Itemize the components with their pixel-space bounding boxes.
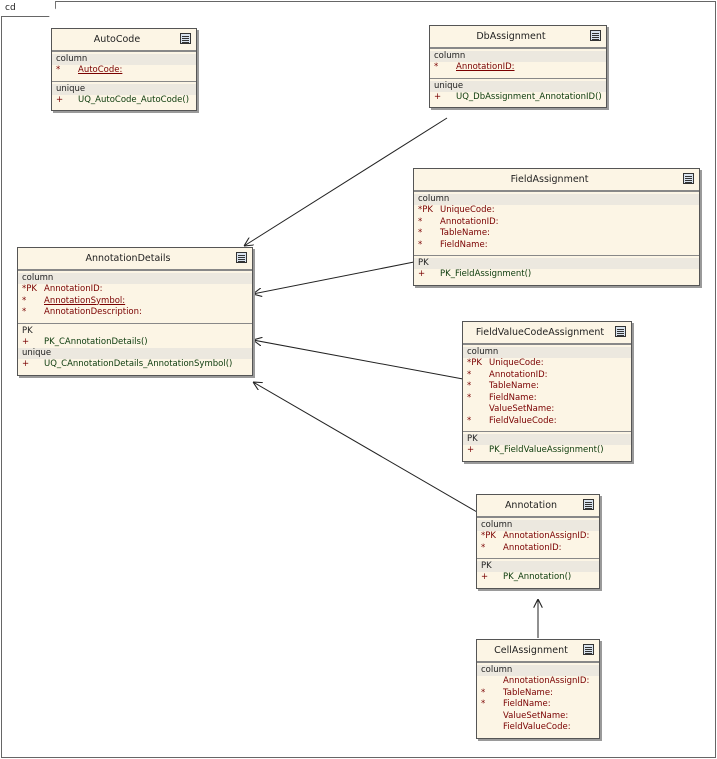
attribute-row[interactable]: *AnnotationID:	[434, 62, 515, 72]
section-title: column	[52, 54, 196, 65]
class-name: DbAssignment	[476, 31, 546, 42]
section-title: column	[463, 347, 631, 358]
attribute-row[interactable]: ValueSetName:	[489, 404, 555, 414]
class-dbassignment[interactable]: DbAssignment column *AnnotationID: uniqu…	[429, 25, 607, 108]
attribute-row[interactable]: *FieldName:	[481, 699, 551, 709]
column-section: column AnnotationAssignID: *TableName: *…	[477, 662, 599, 738]
attribute-row[interactable]: *FieldName:	[467, 392, 537, 403]
table-icon	[615, 326, 626, 337]
section-title: PK	[463, 434, 631, 445]
attribute-row[interactable]: *AnnotationID:	[418, 216, 499, 227]
table-icon	[590, 30, 601, 41]
attribute-row[interactable]: *AnnotationDescription:	[22, 307, 142, 317]
operation-row[interactable]: +UQ_AutoCode_AutoCode()	[56, 94, 190, 105]
column-section: column *AnnotationID:	[430, 48, 606, 78]
pk-section: PK +PK_CAnnotationDetails() unique +UQ_C…	[18, 322, 252, 375]
attribute-row[interactable]: *TableName:	[418, 228, 490, 238]
class-name: FieldValueCodeAssignment	[475, 327, 605, 338]
unique-section: unique +UQ_AutoCode_AutoCode()	[52, 80, 196, 111]
attribute-row[interactable]: *AutoCode:	[56, 65, 123, 75]
link-fieldvaluecodeassignment-annotationdetails[interactable]	[253, 340, 464, 380]
section-title: PK	[414, 258, 699, 269]
section-title: unique	[430, 80, 606, 92]
operation-row[interactable]: +PK_FieldAssignment()	[418, 269, 532, 279]
attribute-row[interactable]: AnnotationAssignID:	[503, 676, 590, 686]
section-title: column	[18, 273, 252, 284]
section-title: unique	[18, 348, 252, 359]
attribute-row[interactable]: *TableName:	[467, 381, 539, 391]
class-name: FieldAssignment	[510, 174, 589, 185]
pk-section: PK +PK_FieldValueAssignment()	[463, 431, 631, 461]
attribute-row[interactable]: FieldValueCode:	[503, 722, 571, 732]
section-title: unique	[52, 83, 196, 95]
operation-row[interactable]: +UQ_CAnnotationDetails_AnnotationSymbol(…	[22, 359, 233, 369]
table-icon	[236, 252, 247, 263]
section-title: column	[477, 665, 599, 676]
section-title: column	[414, 194, 699, 205]
operation-row[interactable]: +PK_CAnnotationDetails()	[22, 336, 148, 347]
operation-row[interactable]: +UQ_DbAssignment_AnnotationID()	[434, 91, 602, 102]
pk-section: PK +PK_FieldAssignment()	[414, 255, 699, 285]
attribute-row[interactable]: *AnnotationID:	[481, 542, 562, 553]
class-name: Annotation	[504, 500, 558, 511]
attribute-row[interactable]: ValueSetName:	[503, 710, 569, 721]
section-title: column	[477, 520, 599, 531]
link-dbassignment-annotationdetails[interactable]	[244, 117, 448, 246]
column-section: column *AutoCode:	[52, 51, 196, 81]
operation-row[interactable]: +PK_Annotation()	[481, 572, 572, 582]
attribute-row[interactable]: *FieldName:	[418, 239, 488, 250]
table-icon	[583, 644, 594, 655]
unique-section: unique +UQ_DbAssignment_AnnotationID()	[430, 77, 606, 108]
pk-section: PK +PK_Annotation()	[477, 558, 599, 588]
table-icon	[683, 173, 694, 184]
class-cellassignment[interactable]: CellAssignment column AnnotationAssignID…	[476, 639, 600, 739]
attribute-row[interactable]: *TableName:	[481, 687, 553, 698]
table-icon	[583, 499, 594, 510]
attribute-row[interactable]: *FieldValueCode:	[467, 415, 557, 426]
link-fieldassignment-annotationdetails[interactable]	[253, 261, 415, 294]
link-annotation-annotationdetails[interactable]	[253, 382, 478, 513]
operation-row[interactable]: +PK_FieldValueAssignment()	[467, 445, 604, 455]
class-name: AutoCode	[93, 34, 141, 45]
class-name: CellAssignment	[494, 645, 568, 656]
attribute-row[interactable]: *AnnotationID:	[467, 369, 548, 380]
section-title: PK	[22, 325, 33, 336]
section-title: PK	[477, 561, 599, 572]
class-name: AnnotationDetails	[85, 253, 171, 264]
table-icon	[180, 33, 191, 44]
attribute-row[interactable]: *AnnotationSymbol:	[22, 295, 126, 306]
class-autocode[interactable]: AutoCode column *AutoCode: unique +UQ_Au…	[51, 28, 197, 111]
section-title: column	[430, 51, 606, 62]
